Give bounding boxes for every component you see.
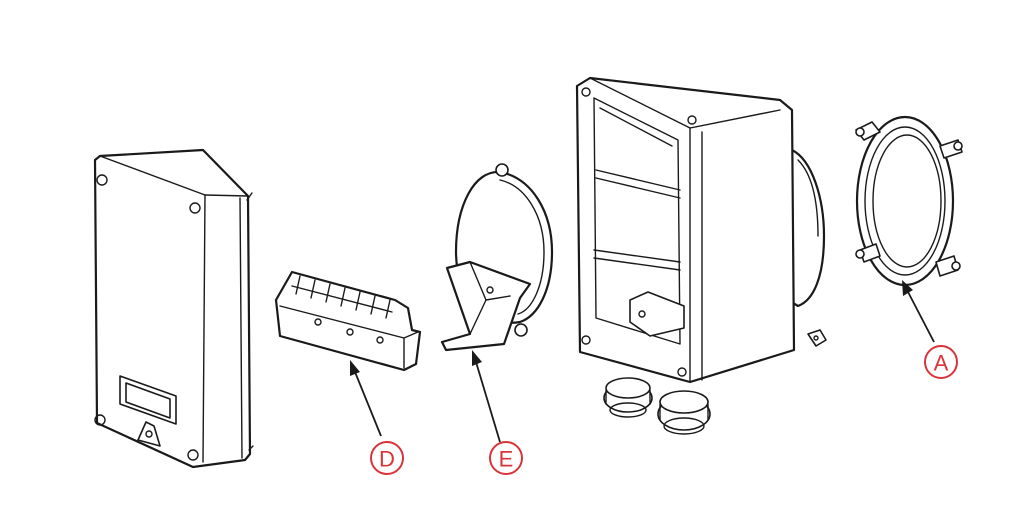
enclosure-box (575, 76, 826, 435)
leader-line-e (472, 350, 501, 443)
gasket-ring (855, 115, 963, 287)
enclosure-cover (93, 148, 254, 469)
callout-a: A (924, 345, 958, 379)
small-clip (807, 329, 827, 347)
callout-d: D (370, 441, 404, 475)
callout-label: D (379, 447, 395, 472)
terminal-block (274, 270, 422, 372)
leader-line-a (902, 280, 935, 343)
callout-ring (370, 441, 404, 475)
mounting-bracket (440, 163, 554, 352)
callout-label: A (934, 351, 949, 376)
callout-ring (489, 441, 523, 475)
callout-e: E (489, 441, 523, 475)
callout-label: E (499, 447, 514, 472)
callout-ring (924, 345, 958, 379)
leader-line-d (350, 360, 382, 437)
